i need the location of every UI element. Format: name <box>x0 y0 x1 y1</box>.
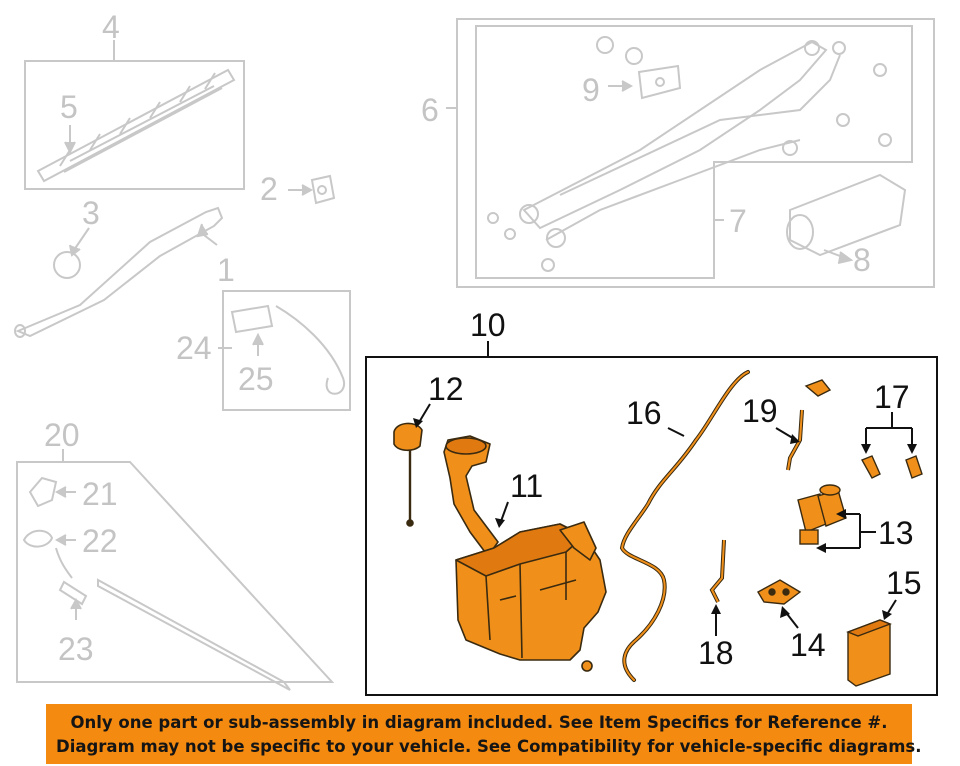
arm-cap-part <box>53 227 90 279</box>
hose-clip-group <box>218 290 351 411</box>
callout-24: 24 <box>176 330 212 366</box>
notice-banner: Only one part or sub-assembly in diagram… <box>46 704 922 764</box>
hose-clip-box <box>222 290 351 411</box>
callout-19: 19 <box>742 393 778 429</box>
callout-13: 13 <box>878 515 914 551</box>
linkage-arm <box>522 40 828 230</box>
callout-5: 5 <box>60 89 78 125</box>
pivot-bracket <box>637 64 682 100</box>
callout-3: 3 <box>82 195 100 231</box>
callout-6: 6 <box>421 92 439 128</box>
washer-reservoir-group: 10 11 12 16 <box>365 307 938 696</box>
callout-16: 16 <box>626 395 662 431</box>
callout-9: 9 <box>582 72 600 108</box>
washer-group-box <box>365 356 938 696</box>
linkage-inner-box <box>475 25 913 279</box>
nozzle-group <box>16 449 335 691</box>
callout-20: 20 <box>44 417 80 453</box>
callout-21: 21 <box>82 476 118 512</box>
callout-25: 25 <box>238 361 274 397</box>
check-valves <box>861 455 923 479</box>
nozzle-gasket <box>22 529 54 548</box>
check-valve <box>58 580 88 606</box>
callout-4: 4 <box>102 9 120 45</box>
connector-clip <box>804 379 832 397</box>
callout-22: 22 <box>82 523 118 559</box>
notice-line-2: Diagram may not be specific to your vehi… <box>56 737 922 756</box>
linkage-group <box>446 18 935 288</box>
callout-23: 23 <box>58 631 94 667</box>
wiper-motor <box>789 173 907 257</box>
callout-12: 12 <box>428 371 464 407</box>
pump-grommet <box>757 579 802 605</box>
wiper-blade-box <box>24 60 245 190</box>
callout-1: 1 <box>217 252 235 288</box>
linkage-outer-box <box>456 18 935 288</box>
nozzle-body <box>28 476 58 508</box>
callout-14: 14 <box>790 627 826 663</box>
callout-17: 17 <box>874 379 910 415</box>
notice-line-1: Only one part or sub-assembly in diagram… <box>70 713 888 732</box>
nozzle-box <box>16 461 335 683</box>
callout-18: 18 <box>698 635 734 671</box>
wiper-arm-group <box>14 206 224 338</box>
faded-callouts: 4 5 2 3 1 6 9 7 8 24 25 20 21 22 23 <box>44 9 871 667</box>
nut-cap-part <box>288 174 336 205</box>
callout-11: 11 <box>510 468 543 504</box>
callout-10: 10 <box>470 307 506 343</box>
filler-cap <box>393 422 423 527</box>
washer-pump <box>797 484 847 545</box>
wiper-blade-shape <box>36 68 236 183</box>
level-sensor <box>846 619 892 687</box>
callout-2: 2 <box>260 171 278 207</box>
callout-15: 15 <box>886 565 922 601</box>
callout-7: 7 <box>729 203 747 239</box>
wiper-blade-group <box>24 40 245 190</box>
wiper-arm-shape <box>15 206 224 338</box>
reservoir-tank <box>443 435 607 672</box>
reservoir-filler-neck <box>443 435 499 557</box>
callout-8: 8 <box>853 242 871 278</box>
